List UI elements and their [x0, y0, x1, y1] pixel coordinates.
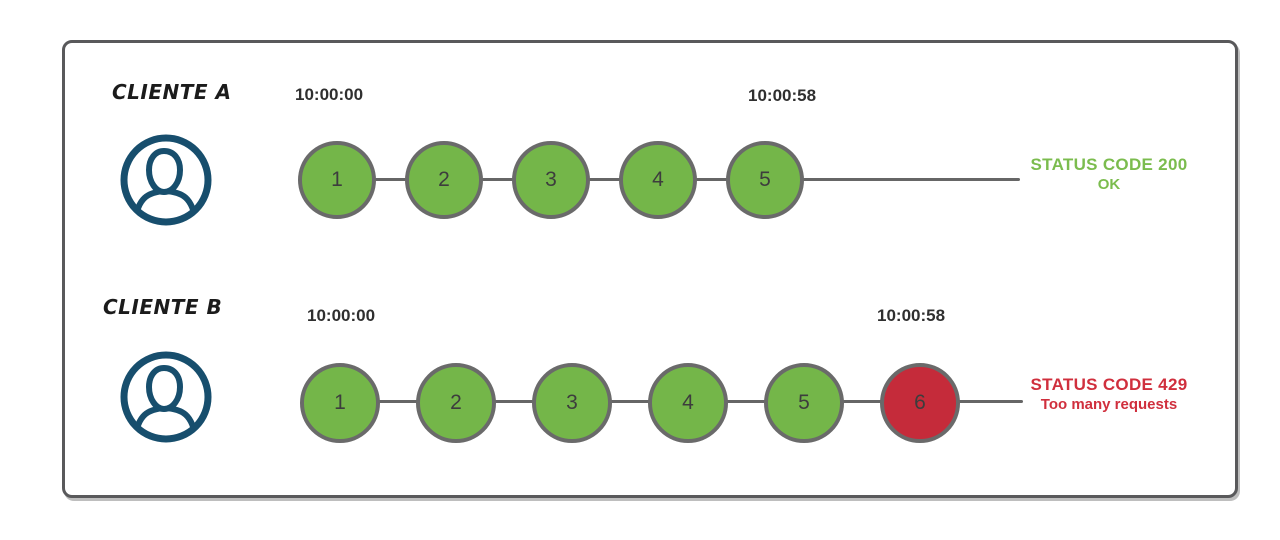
- user-avatar-icon: [118, 132, 214, 228]
- client-b-label: CLIENTE B: [103, 295, 223, 319]
- client-a-status: STATUS CODE 200 OK: [1024, 154, 1194, 195]
- request-circle-2: 2: [416, 363, 496, 443]
- client-a-end-time: 10:00:58: [748, 86, 817, 105]
- status-detail-too-many-requests: Too many requests: [1040, 396, 1178, 414]
- request-circle-4: 4: [619, 141, 697, 219]
- client-a-start-time: 10:00:00: [295, 85, 364, 104]
- client-b-end-time: 10:00:58: [877, 306, 946, 325]
- request-circle-1: 1: [300, 363, 380, 443]
- request-circle-2: 2: [405, 141, 483, 219]
- request-circle-6-rejected: 6: [880, 363, 960, 443]
- request-circle-3: 3: [532, 363, 612, 443]
- client-b-status: STATUS CODE 429 Too many requests: [1026, 374, 1192, 415]
- status-code-200: STATUS CODE 200: [1030, 155, 1188, 174]
- request-circle-4: 4: [648, 363, 728, 443]
- request-circle-5: 5: [726, 141, 804, 219]
- client-a-label: CLIENTE A: [112, 80, 232, 104]
- request-circle-3: 3: [512, 141, 590, 219]
- status-detail-ok: OK: [1097, 176, 1121, 194]
- user-avatar-icon: [118, 349, 214, 445]
- request-circle-1: 1: [298, 141, 376, 219]
- status-code-429: STATUS CODE 429: [1030, 375, 1188, 394]
- request-circle-5: 5: [764, 363, 844, 443]
- client-b-start-time: 10:00:00: [307, 306, 376, 325]
- diagram-border-box: [62, 40, 1238, 498]
